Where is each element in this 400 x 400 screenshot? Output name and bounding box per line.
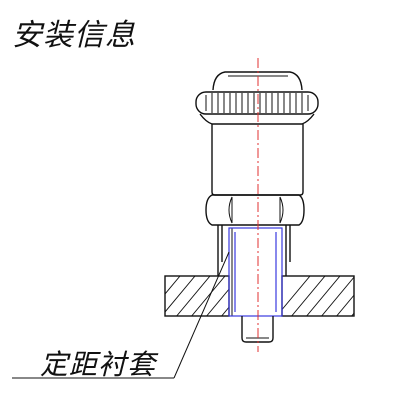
hex-nut-icon [205, 194, 305, 226]
knurled-knob-icon [195, 71, 319, 125]
page-title: 安装信息 [12, 18, 136, 53]
plate-right-hatch [282, 276, 354, 316]
callout-label: 定距衬套 [40, 348, 157, 381]
plate-left-hatch [165, 276, 229, 316]
callout-leader [12, 251, 230, 379]
mounting-plate [164, 275, 355, 317]
spacer-sleeve [228, 227, 283, 317]
